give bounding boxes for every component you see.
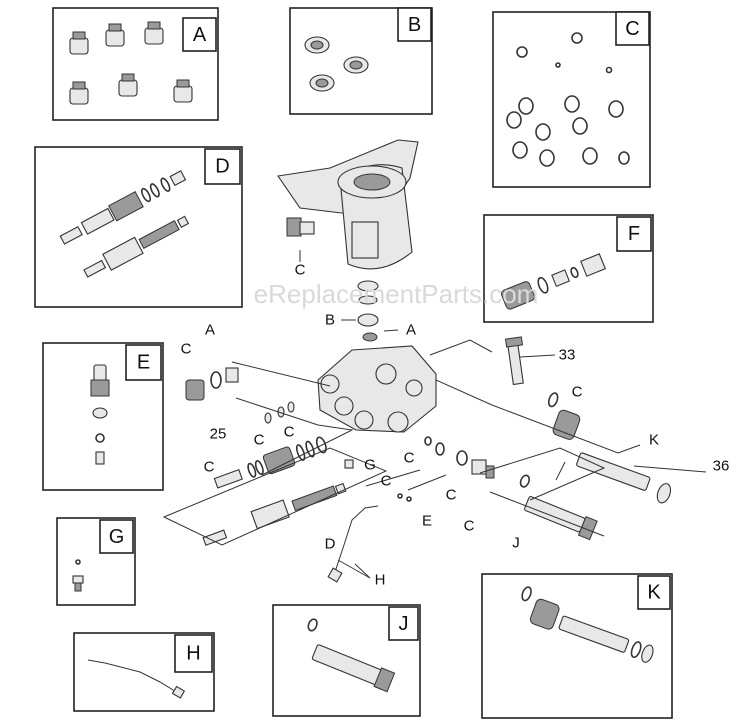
kit-f-tag: F (628, 223, 640, 245)
callout-b: B (325, 312, 335, 329)
center-seals (357, 280, 379, 342)
callout-c-head: C (295, 262, 306, 279)
piston-k (521, 586, 654, 663)
kit-g-box[interactable]: G (56, 517, 136, 606)
kit-c-box[interactable]: C (492, 11, 651, 188)
kit-g-tag: G (109, 526, 125, 548)
callout-a-left: A (205, 322, 215, 339)
check-valve-parts (90, 364, 110, 465)
kit-a-box[interactable]: A (52, 7, 219, 121)
callout-e: E (422, 513, 432, 530)
callout-c-center: C (404, 450, 415, 467)
tube-part (87, 659, 186, 699)
valve-assembly (500, 253, 607, 310)
callout-c-right: C (572, 384, 583, 401)
kit-e-box[interactable]: E (42, 342, 164, 491)
callout-k: K (649, 432, 659, 449)
kit-c-tag: C (625, 18, 639, 40)
kit-k-box[interactable]: K (481, 573, 673, 719)
kit-h-tag: H (186, 643, 200, 665)
callout-36: 36 (713, 458, 730, 475)
watermark: eReplacementParts.com (254, 279, 539, 309)
kit-d-tag: D (215, 156, 229, 178)
callout-j: J (512, 535, 520, 552)
callout-c-left: C (181, 341, 192, 358)
leader-lines (162, 250, 707, 579)
callout-c-mid1: C (284, 424, 295, 441)
callout-c-center3: C (446, 487, 457, 504)
kit-d-box[interactable]: D (34, 146, 243, 308)
exploded-center-parts (327, 436, 495, 583)
exploded-left-parts (185, 367, 347, 546)
kit-f-box[interactable]: F (483, 214, 654, 323)
kit-b-box[interactable]: B (289, 7, 433, 115)
kit-j-box[interactable]: J (272, 604, 421, 717)
callout-a: A (406, 322, 416, 339)
callout-c-mid2: C (254, 432, 265, 449)
callout-g: G (364, 457, 376, 474)
piston-j (307, 618, 396, 693)
callout-d: D (325, 536, 336, 553)
crankcase-housing (277, 139, 419, 270)
piston-assembly-k (547, 392, 672, 504)
nozzle-tips (69, 21, 193, 105)
kit-k-tag: K (647, 582, 661, 604)
unloader-parts (59, 170, 190, 278)
callout-25: 25 (210, 426, 227, 443)
o-rings (506, 32, 630, 167)
kit-e-tag: E (137, 352, 150, 374)
kit-j-tag: J (399, 613, 409, 635)
bolt-33 (504, 336, 524, 386)
callout-h: H (375, 572, 386, 589)
kit-a-tag: A (193, 24, 207, 46)
kit-h-box[interactable]: H (73, 632, 215, 712)
callout-33: 33 (559, 347, 576, 364)
callout-c-left2: C (204, 459, 215, 476)
screw-parts (72, 559, 84, 592)
pump-head-manifold (317, 345, 437, 433)
callout-c-right2: C (464, 518, 475, 535)
callout-c-center2: C (381, 473, 392, 490)
seals (304, 36, 369, 92)
kit-b-tag: B (408, 14, 421, 36)
